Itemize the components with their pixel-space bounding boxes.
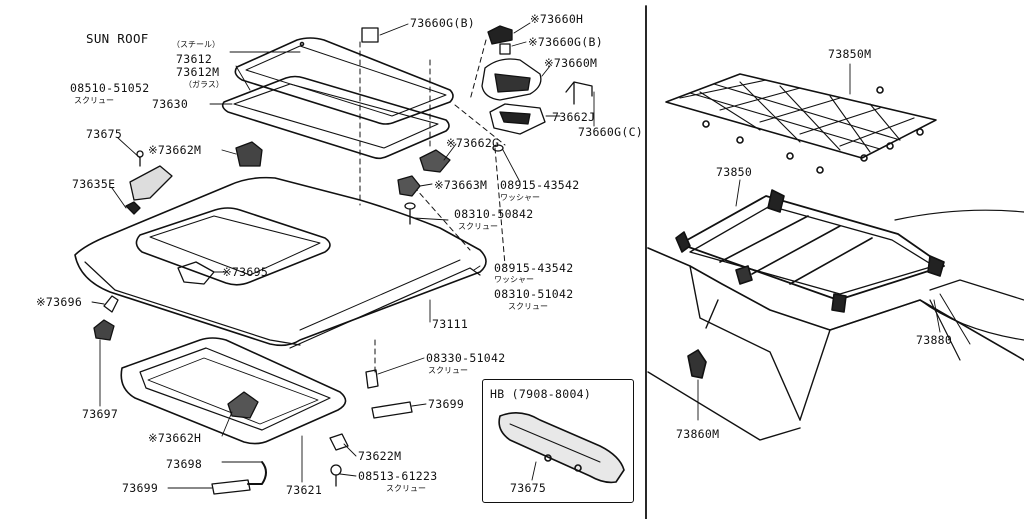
hb-inset-box — [482, 379, 634, 503]
label-73111: 73111 — [432, 317, 469, 331]
label-08310-b: 08310-51042 — [494, 287, 574, 301]
clip-73860M — [687, 349, 707, 379]
label-73612: 73612 — [176, 52, 213, 66]
roof-rack — [675, 189, 945, 313]
label-73662G: ※73662G — [446, 136, 500, 150]
label-73662H: ※73662H — [148, 431, 202, 445]
label-08310-a-sub: スクリュー — [458, 222, 498, 231]
label-73660M: ※73660M — [544, 56, 598, 70]
label-08513: 08513-61223 — [358, 469, 438, 483]
label-08513-sub: スクリュー — [386, 484, 426, 493]
hb-box-part: 73675 — [510, 481, 547, 495]
label-73698: 73698 — [166, 457, 203, 471]
sunroof-weatherstrip — [221, 75, 450, 160]
label-08510-sub: スクリュー — [74, 96, 114, 105]
sunroof-housing — [120, 337, 347, 445]
label-73662J: 73662J — [552, 110, 596, 124]
label-08310-b-sub: スクリュー — [508, 302, 548, 311]
label-73675: 73675 — [86, 127, 123, 141]
label-08915-b-sub: ワッシャー — [494, 275, 534, 284]
label-73635E: 73635E — [72, 177, 116, 191]
car-body — [647, 209, 1024, 441]
label-73660G-C: 73660G(C) — [578, 125, 644, 139]
label-08915-a-sub: ワッシャー — [500, 193, 540, 202]
sunroof-lid — [234, 37, 454, 125]
label-08915-b: 08915-43542 — [494, 261, 574, 275]
label-73696: ※73696 — [36, 295, 83, 309]
label-08310-a: 08310-50842 — [454, 207, 534, 221]
label-73660G-B-right: ※73660G(B) — [528, 35, 603, 49]
roof-panel — [74, 176, 487, 349]
label-73621: 73621 — [286, 483, 323, 497]
hb-trim-part — [498, 412, 625, 484]
label-73660H: ※73660H — [530, 12, 584, 26]
label-73660G-B-top: 73660G(B) — [410, 16, 476, 30]
small-parts — [93, 25, 593, 495]
label-73662M: ※73662M — [148, 143, 202, 157]
label-73699-b: 73699 — [122, 481, 159, 495]
label-73860M: 73860M — [676, 427, 720, 441]
label-73850: 73850 — [716, 165, 753, 179]
label-73663M: ※73663M — [434, 178, 488, 192]
label-73695: ※73695 — [222, 265, 269, 279]
label-73612M: 73612M — [176, 65, 220, 79]
assembly-lines — [359, 39, 506, 376]
leader-lines — [91, 22, 595, 489]
label-73850M: 73850M — [828, 47, 872, 61]
label-73699-a: 73699 — [428, 397, 465, 411]
right-leader-lines — [697, 63, 941, 421]
label-73612-sub: （スチール） — [172, 40, 220, 49]
label-08330-sub: スクリュー — [428, 366, 468, 375]
label-08330: 08330-51042 — [426, 351, 506, 365]
section-title: SUN ROOF — [86, 31, 149, 46]
label-73622M: 73622M — [358, 449, 402, 463]
cargo-net — [665, 73, 937, 174]
label-08510: 08510-51052 — [70, 81, 150, 95]
label-73697: 73697 — [82, 407, 119, 421]
label-73630: 73630 — [152, 97, 189, 111]
label-08915-a: 08915-43542 — [500, 178, 580, 192]
hb-box-title: HB (7908-8004) — [490, 387, 592, 401]
label-73612M-sub: （ガラス） — [184, 80, 224, 89]
label-73880: 73880 — [916, 333, 953, 347]
